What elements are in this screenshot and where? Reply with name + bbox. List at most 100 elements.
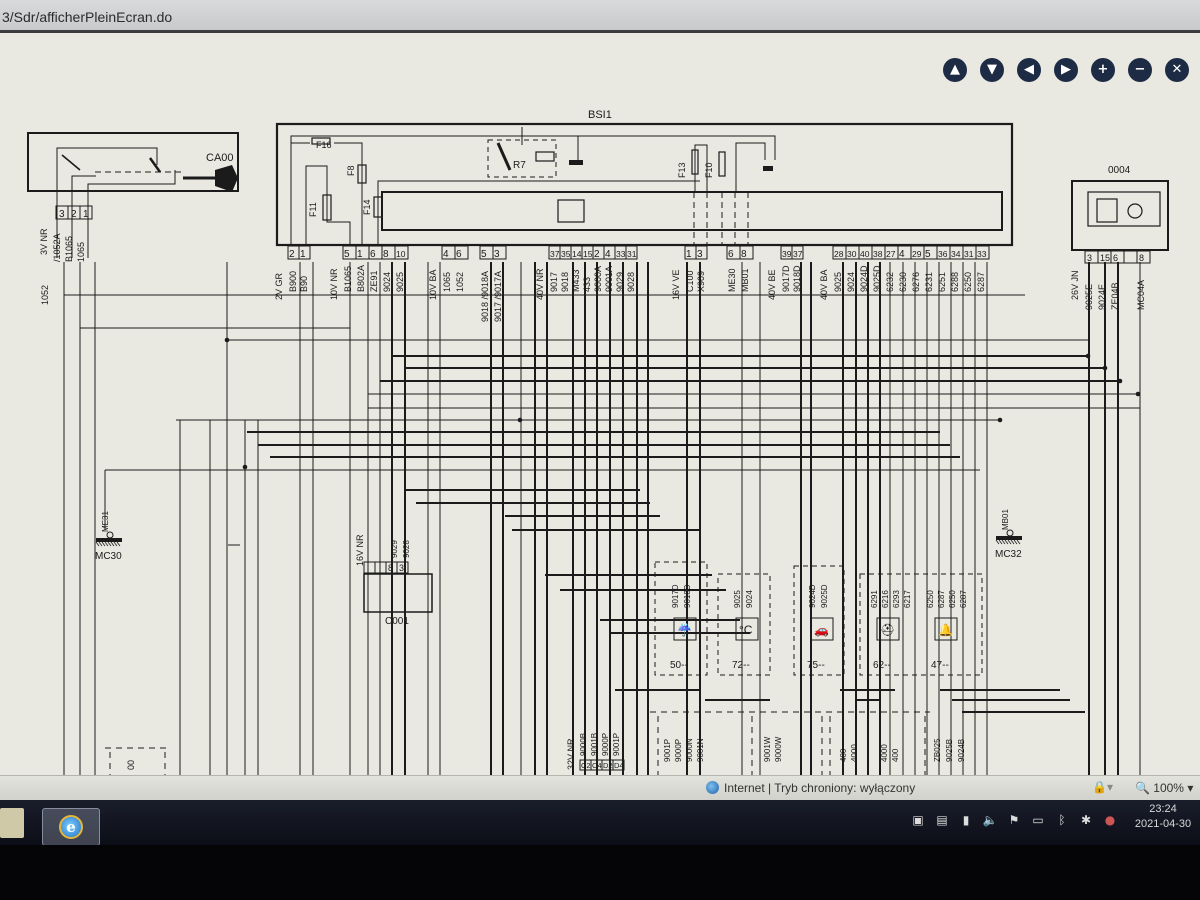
- wire-code: 9018 /9018A: [480, 271, 490, 322]
- wire-color-label: 2V GR: [274, 272, 284, 300]
- wire-code: 6216: [881, 590, 890, 608]
- pin-number: 30: [847, 249, 857, 259]
- pin-number: 6: [728, 249, 734, 260]
- battery-icon[interactable]: ▮: [962, 813, 970, 827]
- ground-mc30-hatch: [113, 541, 118, 547]
- wire-code: 9025D: [820, 584, 829, 608]
- pin-box: [695, 245, 708, 260]
- wire-code: 00: [126, 760, 136, 770]
- flag-icon[interactable]: ⚑: [1008, 813, 1020, 827]
- ca00-switch: [61, 154, 81, 171]
- wire-code: 1052: [455, 272, 465, 292]
- wire-code: ZE04B: [1110, 282, 1120, 310]
- bsi-internal-wire: [377, 180, 700, 245]
- bsi-internal-wire: [334, 142, 363, 245]
- down-button[interactable]: ▼: [980, 58, 1004, 82]
- wire-code: 9001B: [590, 733, 599, 756]
- ground-mc32-symbol: [996, 536, 1022, 540]
- pin-number: 3: [697, 249, 703, 260]
- ground-mc32-hatch: [1016, 539, 1021, 545]
- c001-label: C001: [385, 616, 409, 627]
- wire-color-label: 40V BA: [819, 269, 829, 300]
- wire-code: 9029: [615, 272, 625, 292]
- lock-icon[interactable]: 🔒▾: [1092, 780, 1113, 794]
- module-0004-inner: [1087, 191, 1161, 227]
- volume-icon[interactable]: 🔈: [982, 813, 998, 827]
- rain-sensor-icon: ☔: [677, 622, 692, 637]
- pin-number: 8: [388, 563, 393, 573]
- ground-mc32-hatch: [1007, 539, 1012, 545]
- screen-bezel: [0, 845, 1200, 900]
- status-icon[interactable]: ●: [1104, 813, 1116, 827]
- junction-dot: [1135, 391, 1141, 397]
- pin-box: [612, 759, 625, 771]
- pin-number: 1: [300, 249, 306, 260]
- right-button[interactable]: ▶: [1054, 58, 1078, 82]
- update-icon[interactable]: ✱: [1080, 813, 1092, 827]
- pin-number: 31: [627, 249, 637, 259]
- bsi1-label: BSI1: [588, 109, 612, 121]
- up-button[interactable]: ▲: [943, 58, 967, 82]
- wire-code: B1065: [64, 236, 74, 262]
- fuse-f14: [373, 196, 383, 218]
- fullscreen-button[interactable]: ✕: [1165, 58, 1189, 82]
- ground-mc32-hatch: [1004, 539, 1009, 545]
- wire-code: 6293: [892, 590, 901, 608]
- pin-box: [79, 205, 93, 220]
- relay-contact: [496, 142, 512, 171]
- bsi1-inner-board: [381, 191, 1003, 231]
- key-icon: [215, 165, 238, 192]
- module-0004-box: [1071, 180, 1169, 251]
- ca00-switch: [148, 157, 162, 173]
- function-code: 72--: [732, 660, 750, 671]
- wire-code: 9025: [733, 590, 742, 608]
- address-bar[interactable]: 3/Sdr/afficherPleinEcran.do: [0, 0, 1200, 33]
- pin-box: [975, 245, 990, 260]
- car-icon: 🚗: [814, 623, 829, 637]
- wire-code: B802A: [356, 265, 366, 292]
- pin-number: 39: [782, 249, 792, 259]
- internet-explorer-taskbar-button[interactable]: e: [42, 808, 100, 846]
- pin-number: 15: [583, 249, 593, 259]
- left-button[interactable]: ◀: [1017, 58, 1041, 82]
- bluetooth-icon[interactable]: ᛒ: [1058, 813, 1066, 827]
- ground-mc32-hatch: [998, 539, 1003, 545]
- wire-code: 9025: [833, 272, 843, 292]
- pin-number: 35: [561, 249, 571, 259]
- wire-code: 9024D: [859, 265, 869, 292]
- pin-number: 10: [396, 249, 406, 259]
- clock[interactable]: 23:24 2021-04-30: [1128, 802, 1198, 832]
- display-icon[interactable]: ▭: [1032, 813, 1044, 827]
- ground-mc30-hatch: [110, 541, 115, 547]
- wire-code: 6217: [903, 590, 912, 608]
- bsi-internal-wire: [735, 142, 766, 192]
- fuse-f11: [322, 194, 332, 221]
- globe-icon: [706, 781, 719, 794]
- start-button[interactable]: [0, 808, 24, 838]
- url-text[interactable]: 3/Sdr/afficherPleinEcran.do: [2, 9, 173, 25]
- pin-number: 15: [1100, 253, 1110, 263]
- ground-mc32-label: MC32: [995, 549, 1022, 560]
- wire-code: 9000B: [579, 733, 588, 756]
- seatbelt-icon: ⛑: [880, 623, 895, 637]
- pin-box: [1136, 250, 1151, 264]
- function-code: 75--: [807, 660, 825, 671]
- zoom-in-button[interactable]: +: [1091, 58, 1115, 82]
- pin-number: 4: [443, 249, 449, 260]
- ground-mc30-hatch: [95, 541, 100, 547]
- wire-color-label: 40V NR: [535, 268, 545, 300]
- pin-number: 28: [834, 249, 844, 259]
- temperature-icon: °C: [739, 623, 753, 637]
- function-box-62-47: [859, 573, 983, 676]
- wire-color-label: 10V BA: [428, 269, 438, 300]
- junction-dot: [224, 337, 230, 343]
- wire-code: 6287: [959, 590, 968, 608]
- pin-number: 4: [605, 249, 611, 260]
- zoom-out-button[interactable]: −: [1128, 58, 1152, 82]
- pin-number: C4: [592, 761, 602, 770]
- pin-number: 3: [1087, 253, 1092, 263]
- monitor-icon[interactable]: ▤: [936, 813, 948, 827]
- network-icon[interactable]: ▣: [912, 813, 924, 827]
- bsi-internal-wire: [305, 165, 351, 245]
- zoom-level[interactable]: 🔍 100% ▾: [1135, 781, 1194, 795]
